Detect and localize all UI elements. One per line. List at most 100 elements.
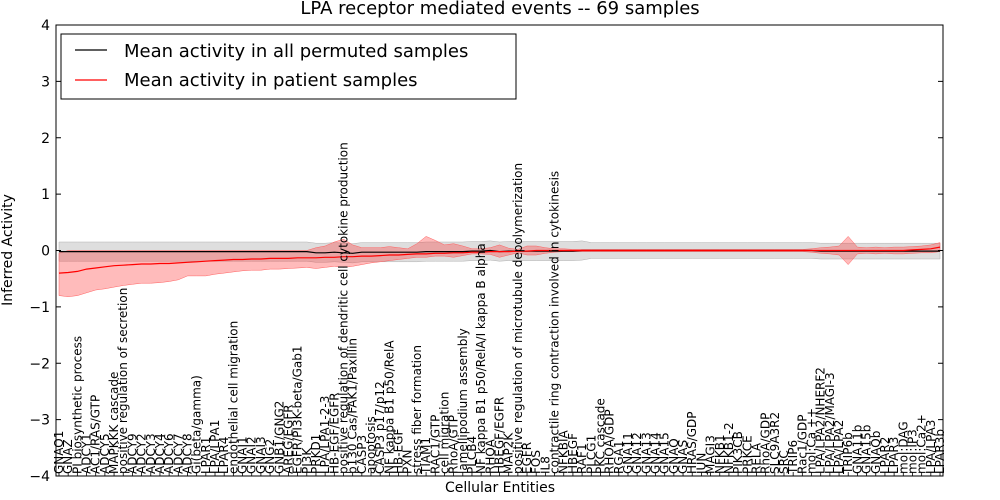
x-tick-label: LPAR4 [217,437,231,474]
y-tick-label: −1 [29,300,50,316]
x-tick-label: lamellipodium assembly [456,328,470,474]
x-tick-label: LPA/LPA2/MAGI-3 [823,372,837,474]
x-tick-label: RAC1/GTP [428,415,442,474]
x-tick-label: GNA14 [649,432,663,474]
x-tick-label: stress fiber formation [410,345,424,474]
x-tick-label: ADCY3 [144,433,158,474]
legend-label-permuted: Mean activity in all permuted samples [124,41,468,62]
x-tick-label: LPA/LPA1-2-3 [318,396,332,474]
x-tick-label: apoptosis [364,416,378,474]
x-tick-label: PKC cascade [593,398,607,474]
x-tick-label: AREG/EGFR [281,404,295,474]
x-tick-label: ADCY2 [135,433,149,474]
x-tick-label: IL8 [538,456,552,474]
x-tick-label: AC1/RAS/GTP [89,395,103,474]
x-tick-label: RHOA [483,438,497,474]
x-tick-label: mol:DAG [896,421,910,474]
x-tick-label: GNAQb [869,431,883,474]
x-tick-label: EGFR/PI3K-beta/Gab1 [291,345,305,474]
x-tick-label: mol:IP3 [906,429,920,474]
x-tick-label: ADCY8 [181,433,195,474]
x-tick-label: p130 Cas/FAK1/Paxillin [346,338,360,474]
x-tick-label: GNA15b [860,425,874,474]
x-tick-label: LPA/LPA1 [208,420,222,474]
x-tick-label: LPA/LPA2/NHERF2 [814,367,828,474]
x-tick-label: PIK3CB [731,431,745,474]
x-tick-label: GNAI2 [245,436,259,474]
x-tick-label: TRIP6 [786,440,800,475]
x-tick-label: GNAI1 [236,436,250,474]
x-tick-label: RhoA/GTP [447,415,461,474]
x-tick-label: PI biosynthetic process [70,336,84,474]
x-tick-label: mol:Ca2+ [915,414,929,474]
x-tick-label: ADCY4 [153,433,167,474]
x-tick-label: positive regulation of microtubule depol… [511,163,525,474]
x-tick-label: LPA/LPA2 [832,420,846,474]
x-tick-label: GNG2 [263,439,277,474]
bands [58,236,941,297]
x-tick-label: PRKCE [740,435,754,474]
x-tick-label: RAF1 [575,443,589,474]
x-tick-label: cell migration [437,392,451,474]
x-tick-label: NF kappa B1 p50/RelA/I kappa B alpha [474,243,488,474]
x-tick-label: GNAS [676,440,690,474]
x-tick-label: LPAR1 [199,437,213,474]
x-tick-label: NFKBIA [557,429,571,474]
x-tick-label: GNA11 [621,432,635,474]
x-tick-label: GNA13 [639,432,653,474]
x-tick-label: positive regulation of secretion [116,288,130,474]
series-line-patient [58,246,941,274]
legend-box [60,33,517,100]
x-tick-label: MAGI3 [704,435,718,474]
x-tick-label: ADCY6 [162,433,176,474]
x-tick-label: HRAS/GDP [685,411,699,474]
x-tick-label: GNAZ [61,439,75,474]
x-tick-label: SRC [777,450,791,474]
y-tick-label: 3 [41,74,50,90]
x-tick-label: PLCB4 [465,436,479,474]
x-tick-label: HB-EGF/EGFR [327,392,341,474]
x-tick-label: contractile ring contraction involved in… [548,171,562,474]
x-tick-label: RELA [750,442,764,474]
x-tick-label: LPAR2 [878,437,892,474]
x-tick-label: Rac1/GDP [795,415,809,474]
y-tick-label: 4 [41,18,50,34]
x-tick-label: CASP3 [355,435,369,474]
y-axis-label: Inferred Activity [0,194,16,306]
x-tick-label: RGA1 [612,441,626,474]
y-tick-label: −4 [29,469,50,485]
x-tick-label: GNA11b [850,425,864,474]
x-tick-label: NFKB1 [713,434,727,474]
x-tick-label: LPAR3 [887,437,901,474]
x-tick-label: PXN [401,450,415,474]
y-tick-label: −2 [29,356,50,372]
x-tick-label: MAP2K [502,432,516,474]
x-tick-label: LPA/LPA3 [924,420,938,474]
x-tick-label: Gi(beta/gamma) [190,375,204,474]
x-tick-label: SLC9A3R2 [768,412,782,474]
x-tick-label: GNB1/GNG2 [272,401,286,474]
x-tick-label: HBEGF/EGFR [493,397,507,474]
x-tick-label: PLCG1 [584,435,598,474]
x-tick-label: EGFR [520,442,534,474]
y-tick-label: 1 [41,187,50,203]
x-tick-label: JUN [694,453,708,475]
x-tick-label: TRIP6b [841,432,855,475]
x-tick-label: ADCY7 [171,433,185,474]
series-lines [58,246,941,274]
y-tick-label: −3 [29,413,50,429]
x-tick-label: TIAM1 [419,437,433,475]
x-tick-label: GNAO1 [52,431,66,474]
x-tick-label: ADCY1 [80,433,94,474]
x-tick-label: ADCY9 [125,433,139,474]
y-tick-label: 0 [41,244,50,260]
x-tick-label: HB-EGF [392,429,406,474]
x-tick-label: GNA12 [630,432,644,474]
x-tick-label: NF kappa B1 p50/RelA [382,340,396,474]
chart-title: LPA receptor mediated events -- 69 sampl… [300,0,699,19]
x-tick-label: HBEGF [566,433,580,474]
x-tick-label: RhoA/GDP [759,413,773,474]
x-tick-label: NFKB1-2 [722,422,736,474]
